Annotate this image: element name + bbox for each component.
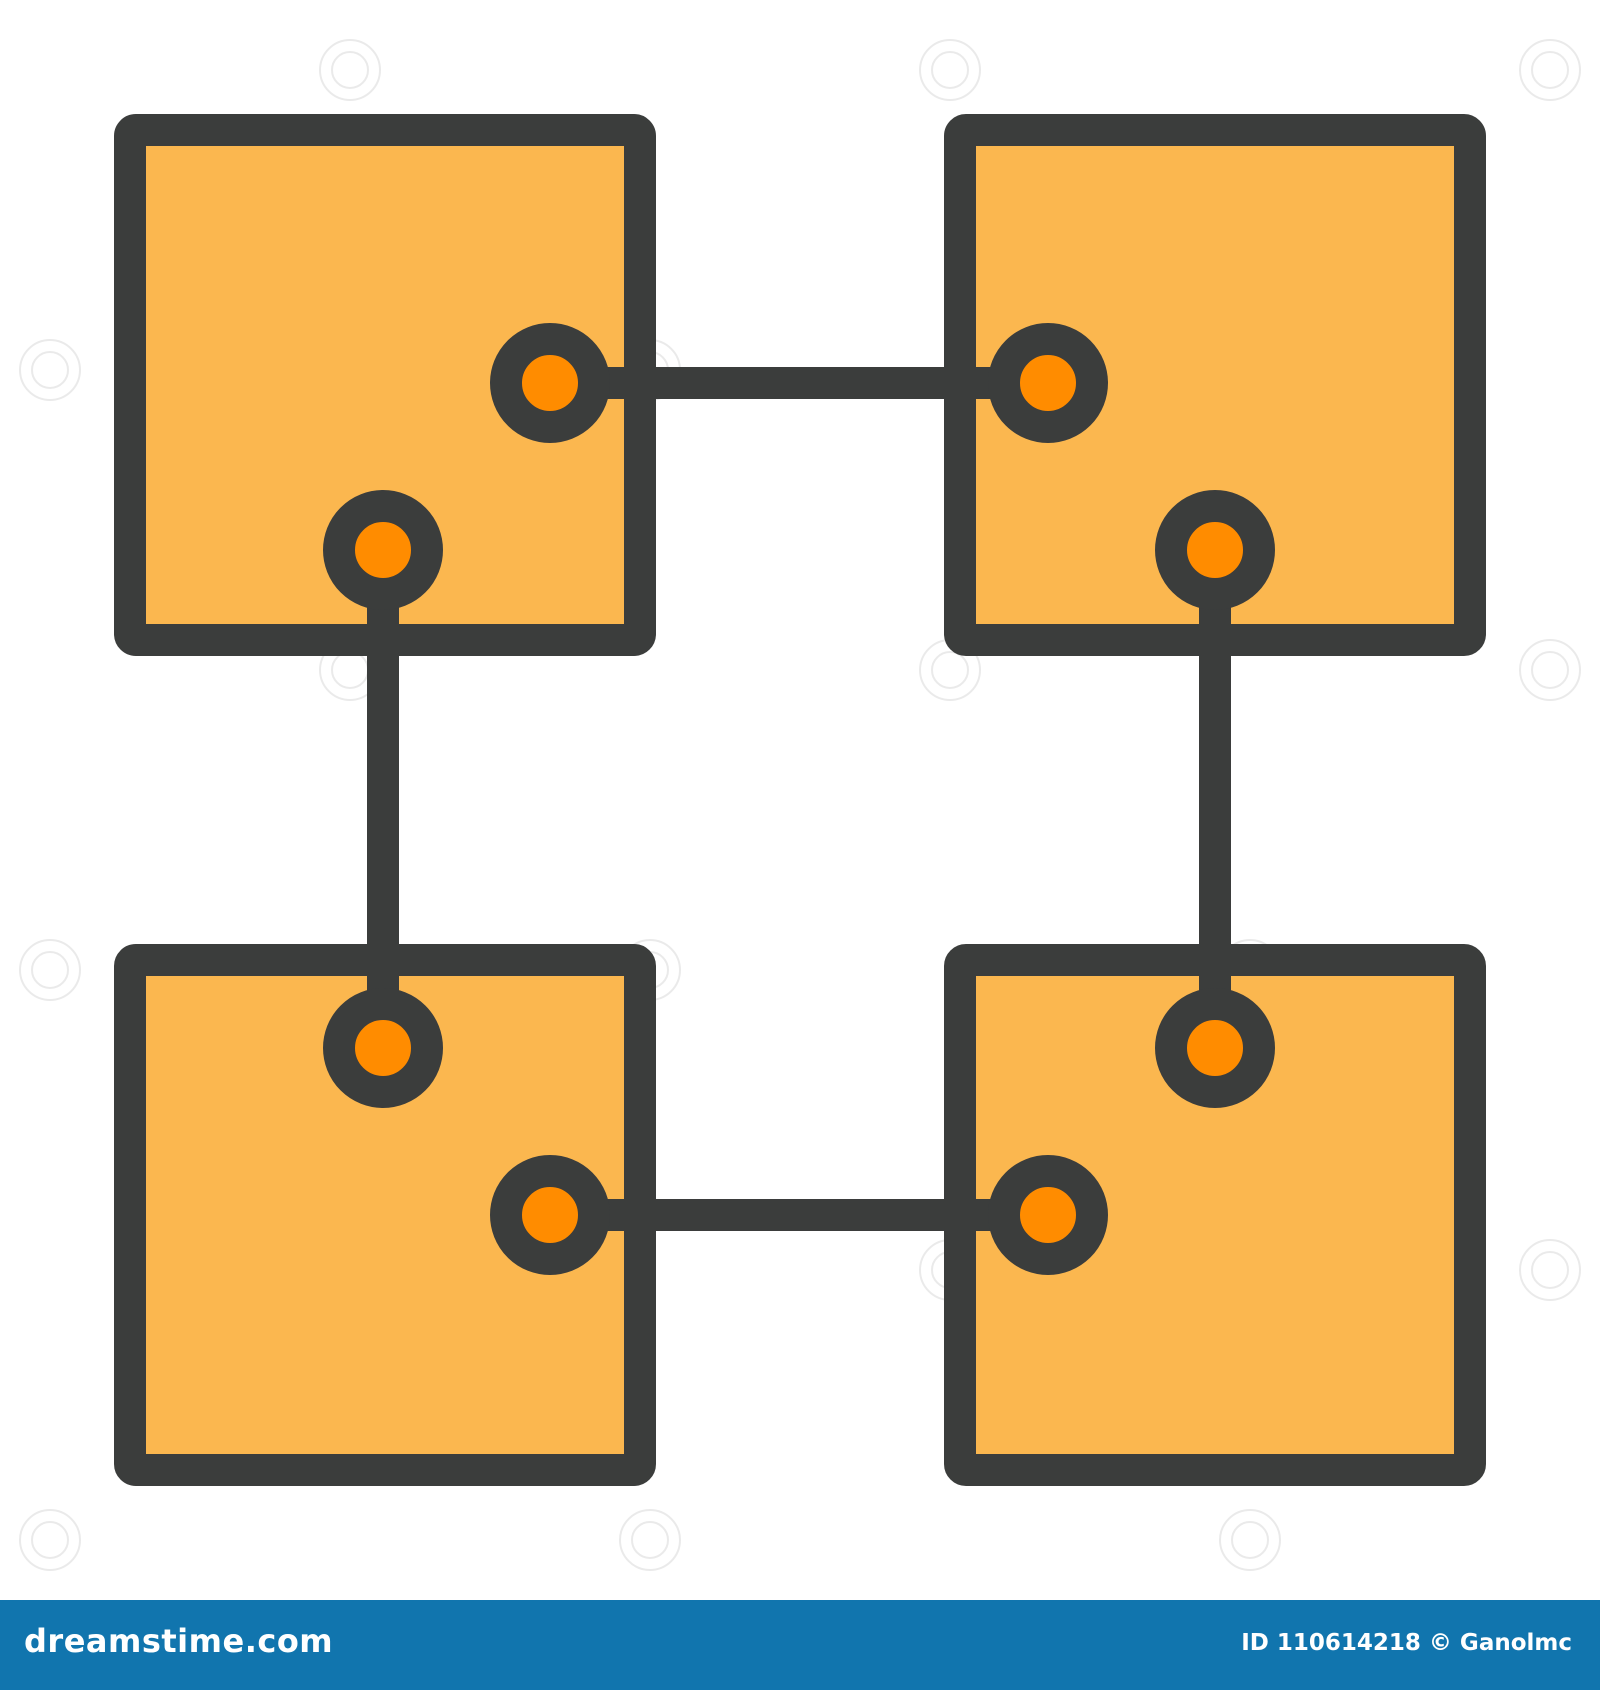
node-top-left-south xyxy=(323,490,443,610)
footer-logo-text[interactable]: dreamstime.com xyxy=(24,1622,334,1660)
node-bottom-right-west xyxy=(988,1155,1108,1275)
footer-image-id: ID 110614218 © Ganolmc xyxy=(1241,1630,1572,1656)
node-top-left-east xyxy=(490,323,610,443)
node-bottom-right-north xyxy=(1155,988,1275,1108)
connection-nodes xyxy=(323,323,1275,1275)
node-top-right-south xyxy=(1155,490,1275,610)
footer-bar: dreamstime.com ID 110614218 © Ganolmc xyxy=(0,1600,1600,1690)
node-top-right-west xyxy=(988,323,1108,443)
node-bottom-left-east xyxy=(490,1155,610,1275)
block-network-diagram xyxy=(19,39,1581,1571)
blocks xyxy=(114,114,1486,1486)
node-bottom-left-north xyxy=(323,988,443,1108)
